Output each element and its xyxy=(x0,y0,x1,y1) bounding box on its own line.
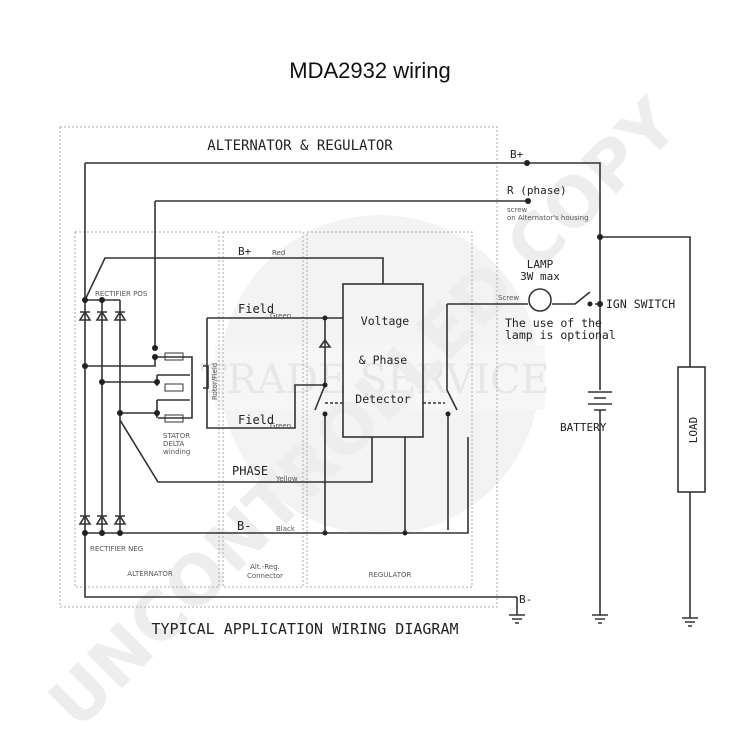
stator-label: DELTA xyxy=(163,440,184,448)
screw-note: screw xyxy=(507,206,528,214)
rectifier-neg-label: RECTIFIER NEG xyxy=(90,545,143,553)
stator-label: STATOR xyxy=(163,432,190,440)
section-connector: Connector xyxy=(247,572,283,580)
wire-color: Yellow xyxy=(275,475,298,483)
wire-color: Black xyxy=(276,525,296,533)
diode-icon xyxy=(78,310,127,525)
footer-label: TYPICAL APPLICATION WIRING DIAGRAM xyxy=(151,620,458,638)
ground-icon xyxy=(682,617,698,627)
lamp-icon xyxy=(528,288,552,312)
b-minus-terminal: B- xyxy=(519,593,532,606)
diode-icon xyxy=(318,338,332,348)
connector-phase: PHASE xyxy=(232,464,268,478)
lamp-rating: 3W max xyxy=(520,270,560,283)
battery-icon xyxy=(588,391,612,411)
detector-label: Detector xyxy=(355,392,410,406)
main-label: ALTERNATOR & REGULATOR xyxy=(207,138,393,154)
section-alternator: ALTERNATOR xyxy=(127,570,173,578)
stator-coil-icon xyxy=(164,352,184,423)
b-plus-terminal: B+ xyxy=(510,148,524,161)
ign-switch-label: IGN SWITCH xyxy=(606,297,675,311)
ground-icon xyxy=(509,597,525,624)
screw-note-housing: on Alternator's housing xyxy=(507,214,589,222)
section-regulator: REGULATOR xyxy=(369,571,412,579)
rectifier-pos-label: RECTIFIER POS xyxy=(95,290,148,298)
rotor-coil-icon xyxy=(203,365,209,389)
load-box xyxy=(677,366,706,493)
rotor-label: Rotor/Field xyxy=(211,363,219,400)
alternator-section xyxy=(74,231,220,588)
stator-label: winding xyxy=(163,448,190,456)
lamp-label: LAMP xyxy=(527,258,554,271)
ground-icon xyxy=(592,614,608,624)
wire-color: Green xyxy=(270,312,291,320)
battery-label: BATTERY xyxy=(560,421,607,434)
watermark: TRADE SERVICE UNCONTROLLED COPY xyxy=(34,84,694,744)
load-label: LOAD xyxy=(687,417,700,444)
page-title: MDA2932 wiring xyxy=(289,58,450,83)
alternator-regulator-box xyxy=(59,126,498,608)
wire-color: Red xyxy=(272,249,285,257)
connector-field-bottom: Field xyxy=(238,413,274,427)
watermark-band-text: TRADE SERVICE xyxy=(200,357,549,403)
connector-section xyxy=(222,231,304,588)
r-phase-terminal: R (phase) xyxy=(507,184,567,197)
lamp-note: lamp is optional xyxy=(505,328,616,342)
detector-label: & Phase xyxy=(359,353,408,367)
detector-label: Voltage xyxy=(361,314,410,328)
connector-b-minus: B- xyxy=(237,519,251,533)
wire-color: Green xyxy=(270,422,291,430)
lamp-note: The use of the xyxy=(505,316,602,330)
watermark-diagonal-text: UNCONTROLLED COPY xyxy=(34,84,694,744)
connector-b-plus: B+ xyxy=(238,245,252,258)
lamp-screw: Screw xyxy=(498,294,519,302)
connector-field-top: Field xyxy=(238,302,274,316)
section-connector: Alt.-Reg. xyxy=(250,563,280,571)
